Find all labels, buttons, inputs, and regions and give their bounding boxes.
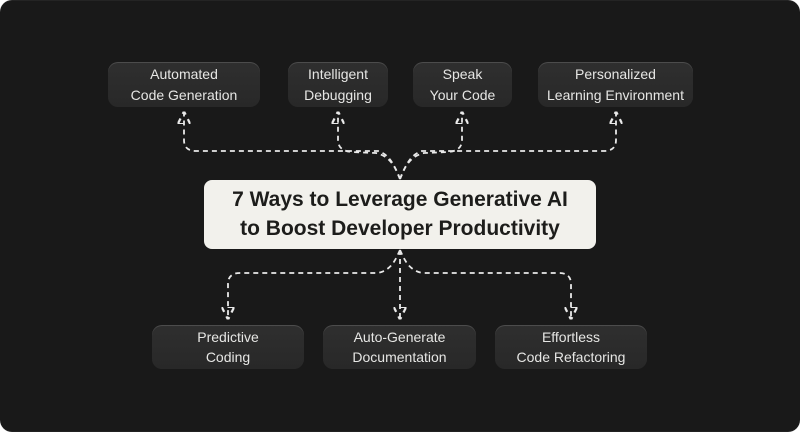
- node-intelligent-debugging: Intelligent Debugging: [288, 62, 388, 107]
- title-line: to Boost Developer Productivity: [240, 216, 560, 240]
- node-label-line: Automated: [150, 66, 218, 82]
- node-label-line: Intelligent: [308, 66, 368, 82]
- node-personalized-learning-environment: Personalized Learning Environment: [538, 62, 693, 107]
- connector-to-personalized-learning-environment: [399, 114, 616, 180]
- node-label-line: Documentation: [352, 349, 447, 365]
- connector-to-speak-your-code: [399, 114, 462, 180]
- title-line: 7 Ways to Leverage Generative AI: [232, 188, 568, 211]
- node-auto-generate-documentation: Auto-Generate Documentation: [323, 325, 476, 369]
- node-label-line: Auto-Generate: [353, 328, 446, 345]
- node-label-line: Coding: [205, 349, 251, 365]
- center-title-box: 7 Ways to Leverage Generative AI to Boos…: [204, 180, 596, 249]
- node-label-line: Your Code: [429, 86, 496, 103]
- node-label-line: Predictive: [197, 328, 259, 345]
- node-label-line: Code Refactoring: [516, 349, 626, 365]
- node-label-line: Code Generation: [130, 86, 238, 103]
- connector-to-automated-code-generation: [184, 114, 401, 180]
- connector-to-effortless-code-refactoring: [399, 249, 571, 317]
- node-label-line: Effortless: [541, 328, 601, 345]
- node-label-line: Debugging: [304, 86, 372, 103]
- node-label-line: Learning Environment: [547, 86, 684, 103]
- node-predictive-coding: Predictive Coding: [152, 325, 304, 369]
- node-label-line: Speak: [442, 66, 483, 82]
- node-automated-code-generation: Automated Code Generation: [108, 62, 260, 107]
- connector-to-predictive-coding: [228, 249, 401, 317]
- node-effortless-code-refactoring: Effortless Code Refactoring: [495, 325, 647, 369]
- connector-to-intelligent-debugging: [338, 114, 401, 180]
- node-label-line: Personalized: [575, 66, 656, 82]
- node-speak-your-code: Speak Your Code: [413, 62, 512, 107]
